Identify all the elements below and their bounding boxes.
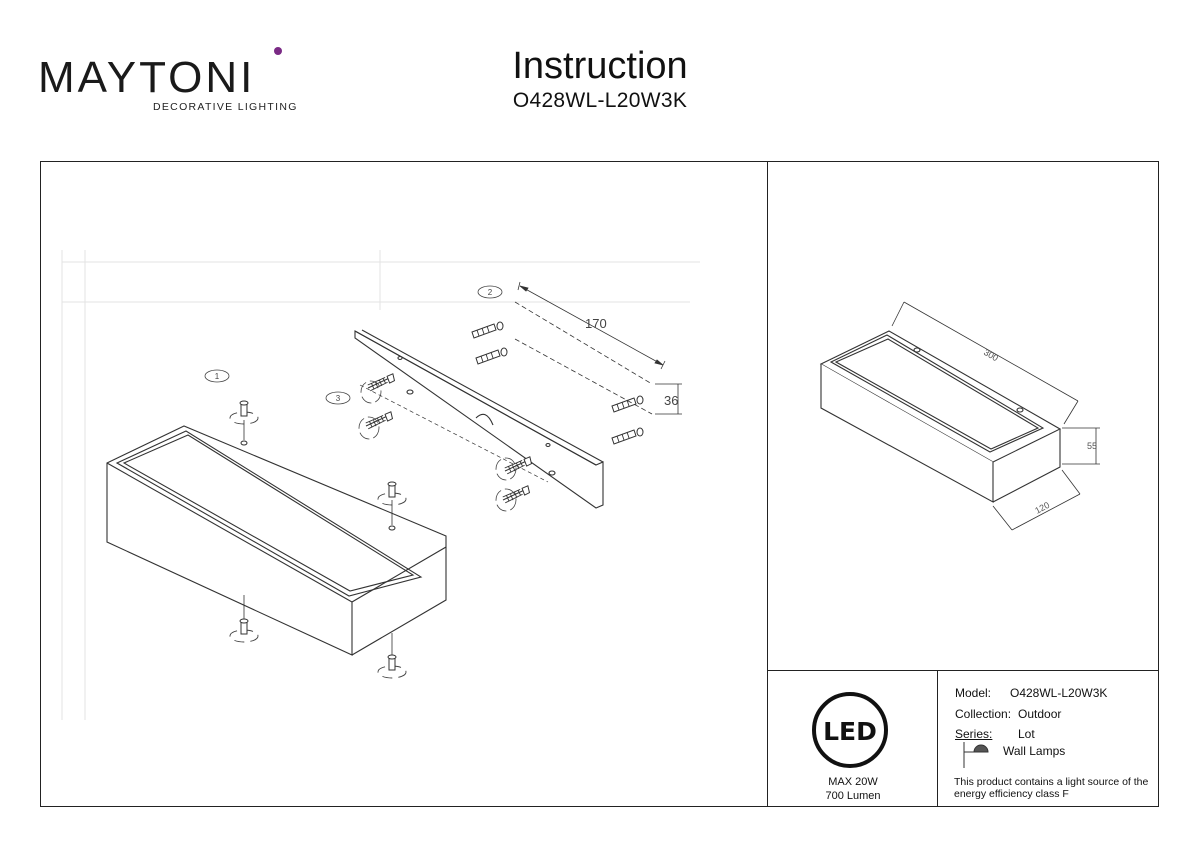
model-value: O428WL-L20W3K [1010,686,1108,700]
dim-120: 120 [1033,500,1051,516]
step-2-label: 2 [488,288,493,297]
led-badge-text: LED [823,717,877,746]
logo-dot [274,47,282,55]
product-view [819,330,1062,503]
energy-note: This product contains a light source of … [954,776,1149,800]
model-label: Model: [955,686,992,700]
collection-value: Outdoor [1018,707,1062,721]
lumen: 700 Lumen [825,790,881,802]
dim-170: 170 [585,316,607,331]
brand-tagline: DECORATIVE LIGHTING [153,101,298,113]
collection-label: Collection: [955,707,1012,721]
series-value: Lot [1018,727,1035,741]
led-power-info: MAX 20W 700 Lumen [768,775,938,803]
max-power: MAX 20W [828,776,878,788]
model-code: O428WL-L20W3K [512,89,688,112]
page-title: Instruction [512,45,688,87]
dim-55: 55 [1087,441,1097,451]
wall-lamp-icon [963,742,989,768]
led-badge-ring [812,692,888,768]
step-1-label: 1 [215,372,220,381]
dim-36: 36 [664,393,678,408]
step-3-label: 3 [336,394,341,403]
series-label: Series: [955,727,993,741]
frame-divider-horizontal [767,670,1159,672]
type-value: Wall Lamps [1003,744,1066,758]
brand-name: MAYTONI [38,53,256,102]
dim-300: 300 [982,347,1000,363]
brand-logo: MAYTONI [38,52,288,122]
instruction-frame [40,161,1159,807]
spec-divider [937,670,939,807]
frame-divider-vertical [767,161,769,807]
luminaire-body [106,425,447,656]
mounting-plate [354,329,604,509]
